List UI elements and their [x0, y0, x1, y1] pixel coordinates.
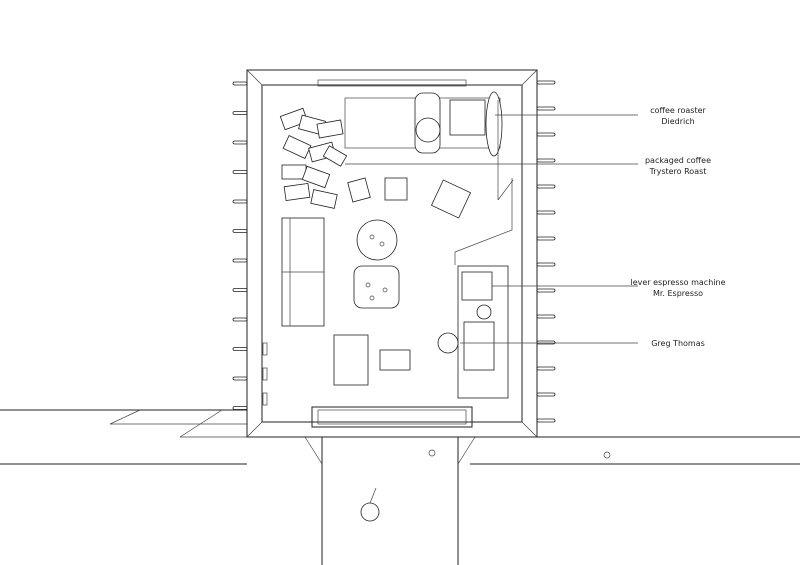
interior-furniture [262, 91, 611, 522]
facade-fin [232, 376, 248, 381]
facade-fin [536, 236, 556, 241]
armchair [333, 334, 369, 386]
facade-fin [232, 347, 248, 351]
facade-fin [536, 392, 556, 397]
facade-fin [536, 314, 556, 319]
barista-figure [437, 332, 459, 354]
facade-fin [536, 184, 556, 189]
label-line1: Greg Thomas [651, 339, 705, 348]
facade-fin [232, 406, 248, 410]
facade-fin [232, 170, 248, 174]
building-shell [246, 69, 538, 438]
label-greg-thomas: Greg Thomas [608, 338, 748, 349]
facade-fin [536, 418, 556, 423]
label-packaged-coffee: packaged coffee Trystero Roast [608, 155, 748, 177]
round-table [356, 219, 398, 261]
facade-fin [232, 288, 248, 292]
leader-lines [345, 114, 638, 344]
facade-fin [232, 199, 248, 204]
label-line1: coffee roaster [650, 106, 706, 115]
facade-fin [232, 258, 248, 263]
label-line2: Mr. Espresso [652, 289, 704, 298]
ground-lines [0, 409, 800, 565]
facade-fin [536, 262, 556, 267]
facade-fins-right [536, 80, 556, 423]
label-line2: Diedrich [661, 117, 695, 126]
label-espresso-machine: lever espresso machine Mr. Espresso [608, 277, 748, 299]
facade-fin [232, 111, 248, 115]
facade-fins-left [232, 81, 248, 410]
square-table [353, 265, 400, 309]
facade-fin [232, 317, 248, 322]
label-line1: lever espresso machine [630, 278, 726, 287]
facade-fin [536, 80, 556, 85]
facade-fin [232, 229, 248, 233]
label-line1: packaged coffee [644, 156, 712, 165]
lounge-chair [430, 179, 472, 219]
label-line2: Trystero Roast [649, 167, 707, 176]
facade-fin [536, 106, 556, 111]
facade-fin [536, 210, 556, 215]
facade-fin [536, 340, 556, 345]
facade-fin [232, 81, 248, 86]
pedestrian-figure [360, 502, 380, 522]
facade-fin [536, 158, 556, 163]
packaged-coffee-boxes [279, 107, 348, 209]
label-coffee-roaster: coffee roaster Diedrich [608, 105, 748, 127]
facade-fin [232, 140, 248, 145]
facade-fin [536, 366, 556, 371]
facade-fin [536, 288, 556, 293]
facade-fin [536, 132, 556, 137]
lever-espresso-machine [461, 271, 493, 301]
